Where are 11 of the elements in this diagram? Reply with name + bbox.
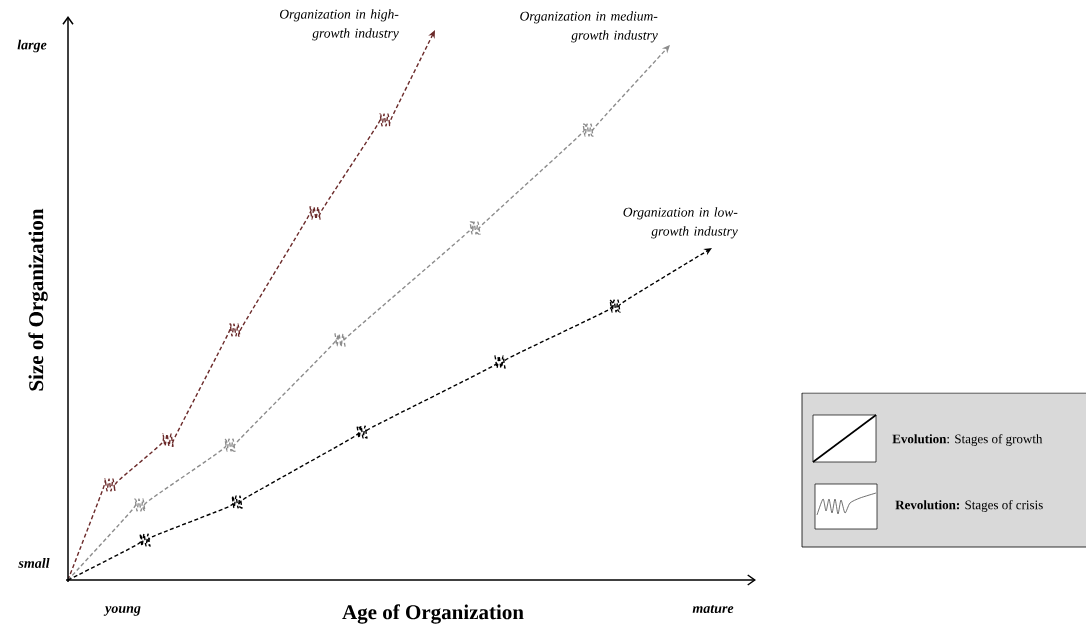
- axis-label: small: [18, 558, 50, 568]
- axis-label: Organization in low-growth industry: [623, 207, 738, 239]
- axis-label: mature: [692, 605, 734, 613]
- legend-text: Evolution: Stages of growth: [892, 434, 1043, 446]
- axis-label: Organization in high-growth industry: [280, 9, 399, 41]
- axis-label: Organization in medium-growth industry: [520, 11, 658, 43]
- axis-label: Age of Organization: [342, 604, 524, 624]
- axis-label: young: [103, 606, 141, 616]
- axis-label: Size of Organization: [28, 208, 48, 391]
- legend-text: Revolution: Stages of crisis: [895, 500, 1043, 512]
- axis-label: large: [17, 39, 47, 53]
